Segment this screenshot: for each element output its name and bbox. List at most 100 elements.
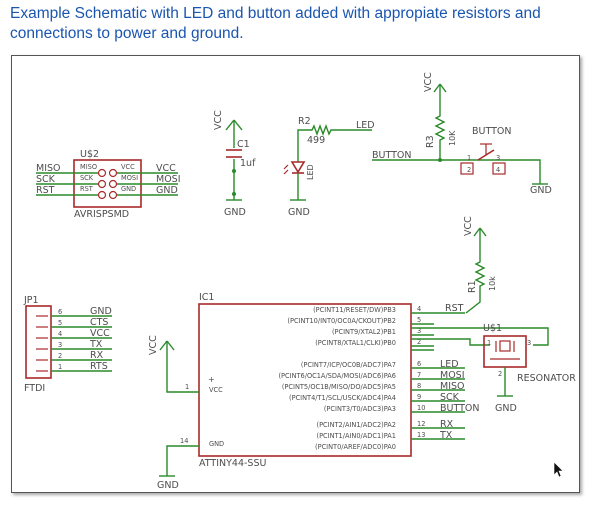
avrisp-pin-gnd: GND [121,185,136,193]
reset-pullup: VCC R1 10k RST [445,216,497,314]
ic1-pin-label: (PCINT4/T1/SCL/USCK/ADC4)PA4 [289,394,396,402]
button-label: BUTTON [472,126,512,137]
ic1-pin-number: 5 [417,316,421,324]
avrisp-pin-rst: RST [80,185,94,193]
ic1-pin-label: (PCINT5/OC1B/MISO/DO/ADC5)PA5 [282,383,396,391]
jp1-name: FTDI [24,383,45,394]
avrisp-net-mosi: MOSI [156,174,181,185]
avrisp-pin-mosi: MOSI [121,174,138,182]
ic1-plus-mark: + [208,375,215,384]
ic1-pin-number: 9 [417,393,421,401]
ic1-net-label: SCK [440,392,460,403]
button-net-label: BUTTON [372,150,412,161]
ic1-pin-label: (PCINT11/RESET/DW)PB3 [313,306,396,314]
capacitor-c1: VCC C1 1uf GND [213,110,256,218]
led-circuit: R2 499 LED LED GND [283,116,375,218]
c1-ref: C1 [237,139,250,150]
avrisp-connector: U$2 AVRISPSMD MISO SCK RST MISO SCK RST … [36,149,181,220]
ic1-pin-label: (PCINT1/AIN0/ADC1)PA1 [317,432,397,440]
led-net-label: LED [356,120,375,131]
button-pin-3: 3 [496,154,500,162]
ic1-pin-number: 2 [417,338,421,346]
resonator-ground-label: GND [495,403,517,414]
ic1-pin-label: (PCINT10/INT0/OC0A/CKOUT)PB2 [287,317,396,325]
button-pin-4: 4 [496,166,500,174]
jp1-pin-6: 6 [58,308,62,316]
jp1-pin-1: 1 [58,363,62,371]
ic1-ref: IC1 [199,292,214,303]
resonator-pin-1: 1 [487,339,491,347]
ic1-net-label: BUTTON [440,403,480,414]
jp1-net-rx: RX [90,350,104,361]
ic1-pin-number: 3 [417,327,421,335]
avrisp-net-gnd: GND [156,185,178,196]
avrisp-pin-vcc: VCC [121,163,135,171]
ic1-attiny44: IC1 ATTINY44-SSU + VCC GND VCC 1 14 GND … [148,292,549,491]
ic1-pin-label: (PCINT9/XTAL2)PB1 [332,328,396,336]
jp1-net-rts: RTS [90,361,108,372]
ic1-supply-label: VCC [148,335,159,355]
ic1-pin-label: (PCINT7/ICP/OC0B/ADC7)PA7 [301,361,396,369]
r1-supply-label: VCC [463,216,474,236]
ic1-pin-number: 7 [417,371,421,379]
avrisp-ref: U$2 [80,149,99,160]
r3-ref: R3 [425,135,436,148]
ic1-pin-gnd-num: 14 [180,437,188,445]
resonator-ref: U$1 [483,323,502,334]
ic1-name: ATTINY44-SSU [199,458,266,469]
led-ground-label: GND [288,207,310,218]
ic1-net-label: LED [440,359,459,370]
ic1-pin-label: (PCINT0/AREF/ADC0)PA0 [315,443,396,451]
avrisp-net-sck: SCK [36,174,56,185]
jp1-net-tx: TX [89,339,103,350]
ic1-net-label: RX [440,419,454,430]
avrisp-net-rst: RST [36,185,55,196]
avrisp-pin-sck: SCK [80,174,94,182]
resonator-pin-2: 2 [498,370,502,378]
ic1-pin-number: 12 [417,420,425,428]
ic1-pin-number: 8 [417,382,421,390]
button-circuit: VCC R3 10K BUTTON BUTTON 1 3 2 4 GND [372,72,552,196]
resonator-pin-3: 3 [527,339,531,347]
avrisp-net-miso: MISO [36,163,61,174]
mouse-pointer-icon [553,461,564,478]
button-ground-label: GND [530,185,552,196]
jp1-pin-4: 4 [58,330,62,338]
r1-ref: R1 [467,280,478,293]
avrisp-pin-miso: MISO [80,163,97,171]
jp1-pin-3: 3 [58,341,62,349]
schematic-frame [11,55,580,493]
button-pin-1: 1 [467,154,471,162]
c1-value: 1uf [240,158,256,169]
jp1-pin-5: 5 [58,319,62,327]
jp1-net-vcc: VCC [90,328,110,339]
led-diode-label: LED [306,164,315,180]
ic1-pin-label: (PCINT3/T0/ADC3)PA3 [324,405,396,413]
rst-net-label: RST [445,303,464,314]
ic1-pin-label: (PCINT6/OC1A/SDA/MOSI/ADC6)PA6 [278,372,396,380]
resonator-u1: U$1 1 3 2 GND RESONATOR [483,323,576,414]
jp1-net-cts: CTS [90,317,108,328]
ic1-ground-label: GND [157,480,179,491]
avrisp-net-vcc: VCC [156,163,176,174]
ic1-pin-number: 13 [417,431,425,439]
r1-value: 10k [488,276,497,291]
caption: Example Schematic with LED and button ad… [10,5,541,42]
ic1-pin-number: 4 [417,305,421,313]
r2-value: 499 [307,135,325,146]
r3-value: 10K [448,130,457,146]
button-pin-2: 2 [467,166,471,174]
jp1-pin-2: 2 [58,352,62,360]
c1-ground-label: GND [224,207,246,218]
jp1-ref: JP1 [23,295,39,306]
ic1-net-label: MISO [440,381,465,392]
resonator-name: RESONATOR [517,373,576,384]
ic1-pin-number: 6 [417,360,421,368]
r2-ref: R2 [298,116,311,127]
ftdi-header: JP1 FTDI 6 5 4 3 2 1 GND CTS VCC TX RX R… [23,295,112,394]
ic1-pin-vcc-num: 1 [185,383,189,391]
ic1-vcc-pin-label: VCC [209,386,223,394]
ic1-pin-label: (PCINT8/XTAL1/CLKI)PB0 [315,339,396,347]
ic1-net-label: TX [439,430,453,441]
